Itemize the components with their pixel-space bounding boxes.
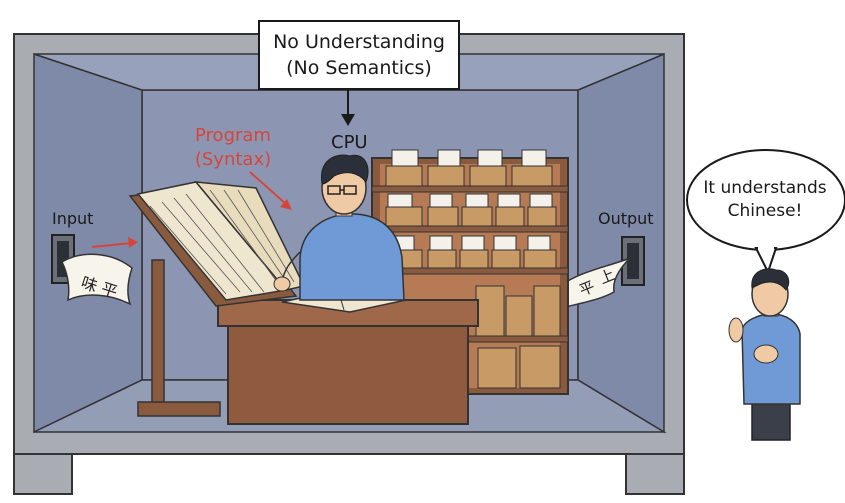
paper-char: 平 <box>99 279 120 302</box>
program-book <box>136 181 306 301</box>
no-understanding-callout: No Understanding (No Semantics) <box>258 20 460 90</box>
callout-arrow <box>341 90 355 126</box>
speech-bubble-line-2: Chinese! <box>727 201 803 221</box>
speech-bubble <box>686 149 845 275</box>
desk <box>217 299 479 425</box>
input-arrow <box>91 237 138 248</box>
observer-person <box>728 268 801 441</box>
program-arrow <box>249 171 292 210</box>
output-slot <box>621 236 645 286</box>
speech-bubble-line-1: It understands <box>703 178 827 198</box>
input-label: Input <box>52 209 94 228</box>
paper-char: 味 <box>79 273 100 296</box>
program-label-line-2: (Syntax) <box>194 149 272 170</box>
paper-char: 平 <box>577 277 598 299</box>
callout-line-2: (No Semantics) <box>286 57 432 79</box>
cpu-label: CPU <box>331 132 368 153</box>
callout-line-1: No Understanding <box>273 31 445 53</box>
output-label: Output <box>598 209 654 228</box>
speech-bubble-text: It understands Chinese! <box>682 177 845 223</box>
cpu-person <box>273 154 405 301</box>
paper-char: 上 <box>597 265 618 287</box>
input-paper: 味 平 <box>61 253 133 306</box>
program-label: Program (Syntax) <box>178 124 288 172</box>
program-label-line-1: Program <box>195 125 271 146</box>
